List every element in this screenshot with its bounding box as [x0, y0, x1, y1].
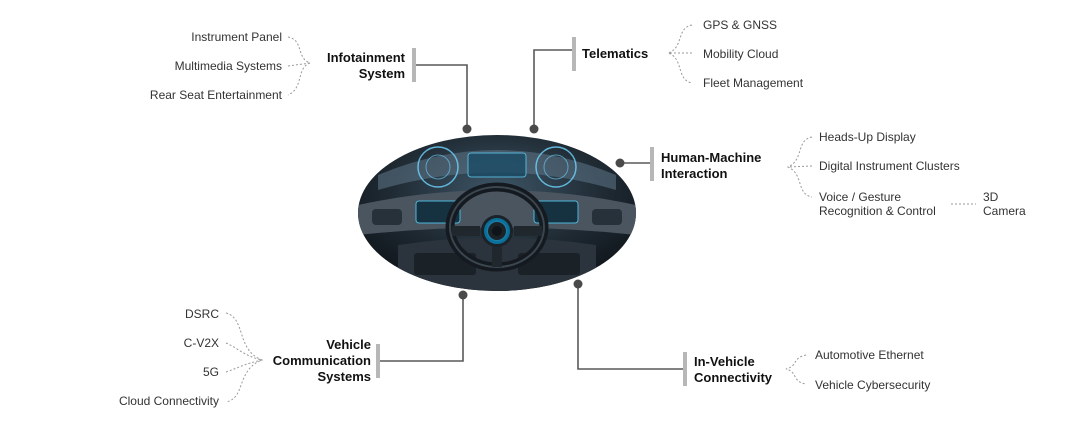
bar-telematics — [572, 37, 576, 71]
dot-vcs — [458, 290, 468, 300]
steering-wheel-icon — [445, 182, 549, 272]
ivc-item-1: Automotive Ethernet — [815, 348, 924, 362]
infotainment-title-line2: System — [358, 66, 405, 81]
hmi-voice-line2: Recognition & Control — [819, 204, 936, 218]
telematics-item-2: Mobility Cloud — [703, 47, 779, 61]
hmi-sub-line2: Camera — [983, 204, 1026, 218]
dot-infotainment — [462, 124, 472, 134]
connector-telematics — [533, 49, 572, 129]
vcs-heading: Vehicle Communication Systems — [273, 337, 371, 385]
dot-hmi — [615, 158, 625, 168]
bar-hmi — [650, 147, 654, 181]
car-cockpit-image — [358, 135, 636, 291]
hmi-sub-item-3d-camera: 3D Camera — [983, 190, 1026, 218]
bar-ivc — [683, 352, 687, 386]
ivc-heading: In-Vehicle Connectivity — [694, 354, 772, 386]
hmi-item-2: Digital Instrument Clusters — [819, 159, 960, 173]
hmi-item-3: Voice / Gesture Recognition & Control — [819, 190, 936, 218]
vcs-item-1: DSRC — [184, 307, 219, 321]
infotainment-item-2: Multimedia Systems — [174, 59, 282, 73]
infotainment-title-line1: Infotainment — [327, 50, 405, 65]
vcs-item-4: Cloud Connectivity — [118, 394, 219, 408]
ivc-title-line2: Connectivity — [694, 370, 773, 385]
infotainment-item-1: Instrument Panel — [191, 30, 282, 44]
dot-ivc — [573, 279, 583, 289]
hmi-title-line1: Human-Machine — [661, 150, 762, 165]
telematics-item-3: Fleet Management — [703, 76, 804, 90]
brace-telematics — [666, 24, 693, 84]
connector-vcs — [380, 295, 464, 362]
brace-vcs — [225, 312, 264, 403]
ivc-title-line1: In-Vehicle — [694, 354, 755, 369]
telematics-item-1: GPS & GNSS — [703, 18, 778, 32]
hmi-title-line2: Interaction — [661, 166, 728, 181]
bar-vcs — [376, 344, 380, 378]
hmi-item-1: Heads-Up Display — [819, 130, 916, 144]
infotainment-heading: Infotainment System — [327, 50, 405, 82]
vcs-title-line1: Vehicle — [326, 337, 371, 352]
vcs-title-line2: Communication — [272, 353, 371, 368]
telematics-heading: Telematics — [582, 46, 649, 61]
connector-ivc — [577, 284, 684, 370]
connector-infotainment — [416, 64, 468, 129]
brace-ivc — [785, 354, 807, 385]
ivc-item-2: Vehicle Cybersecurity — [815, 378, 931, 392]
vcs-title-line3: Systems — [317, 369, 371, 384]
dot-telematics — [529, 124, 539, 134]
vcs-item-3: 5G — [202, 365, 219, 379]
hmi-voice-line1: Voice / Gesture — [819, 190, 902, 204]
brace-infotainment — [287, 36, 312, 96]
vcs-item-2: C-V2X — [183, 336, 219, 350]
bar-infotainment — [412, 48, 416, 82]
infotainment-item-3: Rear Seat Entertainment — [149, 88, 282, 102]
hmi-heading: Human-Machine Interaction — [661, 150, 761, 182]
hmi-sub-line1: 3D — [983, 190, 999, 204]
